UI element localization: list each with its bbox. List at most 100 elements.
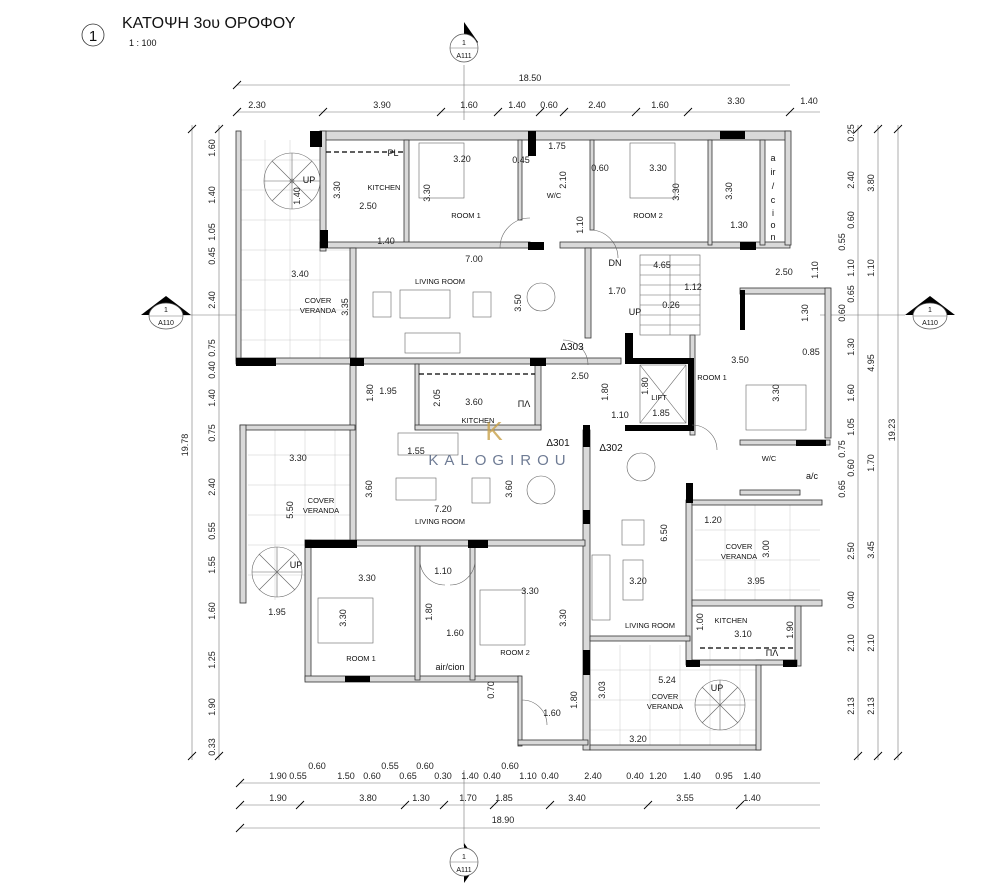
- dim: 1.30: [800, 304, 810, 322]
- dim: 0.60: [416, 761, 434, 771]
- view-number: 1: [89, 28, 97, 45]
- dim: 1.85: [652, 408, 670, 418]
- apartment-label: Δ303: [560, 342, 584, 353]
- dim-overall-bottom: 18.90: [492, 815, 515, 825]
- dim: 3.80: [359, 793, 377, 803]
- letter: ir: [771, 167, 776, 177]
- pl-label: ΠΛ: [766, 648, 779, 658]
- dim: 3.30: [671, 183, 681, 201]
- dim: 1.40: [800, 96, 818, 106]
- drawing-header: 1 ΚΑΤΟΨΗ 3ου ΟΡΟΦΟΥ 1 : 100: [81, 15, 296, 48]
- dim: 3.35: [340, 298, 350, 316]
- section-marker-bottom[interactable]: 1 A111: [449, 770, 479, 883]
- section-sheet: A111: [456, 867, 471, 874]
- door-swing-icon: [521, 699, 548, 726]
- dim: 1.12: [684, 282, 702, 292]
- room-label: LIVING ROOM: [415, 517, 465, 526]
- letter: /: [772, 181, 775, 191]
- dim: 1.40: [508, 100, 526, 110]
- room-label: W/C: [547, 191, 562, 200]
- dim: 1.40: [683, 771, 701, 781]
- spiral-stair-icon: [251, 546, 303, 598]
- dim: 1.30: [730, 220, 748, 230]
- dim: 0.60: [363, 771, 381, 781]
- dim: 1.10: [434, 566, 452, 576]
- letter: c: [771, 195, 776, 205]
- dim: 2.40: [207, 291, 217, 309]
- dim: 1.40: [377, 236, 395, 246]
- dim: 5.24: [658, 675, 676, 685]
- dim: 3.40: [568, 793, 586, 803]
- dim: 3.20: [629, 576, 647, 586]
- section-sheet: A110: [922, 320, 938, 327]
- dim: 3.40: [291, 269, 309, 279]
- dim: 3.30: [358, 573, 376, 583]
- coffee-table-icon: [395, 477, 437, 501]
- section-sheet: A111: [456, 53, 471, 60]
- section-marker-top[interactable]: 1 A111: [449, 22, 479, 120]
- right-dimension-chain: 0.25 2.40 0.60 0.55 1.10 0.65 0.60 1.30 …: [837, 124, 897, 715]
- armchair-icon: [472, 291, 492, 318]
- sofa-icon: [397, 432, 459, 456]
- room-label: VERANDA: [303, 506, 339, 515]
- section-num: 1: [164, 307, 168, 314]
- dim: 3.30: [332, 181, 342, 199]
- dim: 0.40: [483, 771, 501, 781]
- dim: 1.05: [846, 418, 856, 436]
- stair-label: UP: [629, 307, 642, 317]
- dim: 0.60: [846, 459, 856, 477]
- bed-icon: [479, 589, 526, 646]
- room-label: VERANDA: [300, 306, 336, 315]
- dim: 1.80: [640, 377, 650, 395]
- dim: 2.10: [866, 634, 876, 652]
- dim-overall-top: 18.50: [519, 73, 542, 83]
- section-marker-left[interactable]: 1 A110: [141, 296, 240, 330]
- dim: 1.90: [269, 793, 287, 803]
- dim: 1.00: [695, 613, 705, 631]
- sofa-icon: [591, 554, 611, 621]
- pl-label: PL: [387, 148, 398, 158]
- bed-icon: [745, 384, 807, 431]
- section-marker-right[interactable]: 1 A110: [820, 296, 955, 330]
- drawing-scale: 1 : 100: [129, 38, 157, 48]
- dim: 3.30: [558, 609, 568, 627]
- dim: 3.50: [731, 355, 749, 365]
- bed-icon: [629, 142, 676, 199]
- dim: 3.30: [649, 163, 667, 173]
- room-label: LIFT: [651, 393, 667, 402]
- bottom-dimension-chain: 1.90 0.55 0.60 1.50 0.60 0.55 0.65 0.60 …: [269, 761, 761, 825]
- dim: 3.30: [338, 609, 348, 627]
- dim: 2.30: [248, 100, 266, 110]
- dim: 3.00: [761, 540, 771, 558]
- watermark-logo: K KALOGIROU: [428, 416, 571, 469]
- dim: 1.20: [649, 771, 667, 781]
- coffee-table-icon: [622, 559, 644, 601]
- dim: 1.60: [651, 100, 669, 110]
- dim: 1.40: [461, 771, 479, 781]
- room-label: LIVING ROOM: [625, 621, 675, 630]
- dim: 0.60: [501, 761, 519, 771]
- dim: 1.10: [575, 216, 585, 234]
- dim: 1.55: [207, 556, 217, 574]
- dim: 0.60: [591, 163, 609, 173]
- dim: 0.65: [846, 285, 856, 303]
- dim: 3.30: [727, 96, 745, 106]
- dim: 2.40: [588, 100, 606, 110]
- dim: 0.75: [207, 424, 217, 442]
- room-label: COVER: [308, 496, 335, 505]
- dim: 1.75: [548, 141, 566, 151]
- dim: 2.50: [846, 542, 856, 560]
- room-label: VERANDA: [647, 702, 683, 711]
- door-swing-icon: [419, 559, 446, 586]
- dim: 3.30: [289, 453, 307, 463]
- top-dimension-chain: 18.50 2.30 3.90 1.60 1.40 0.60 2.40 1.60…: [248, 73, 818, 110]
- furniture: [251, 142, 807, 731]
- dim: 1.10: [866, 259, 876, 277]
- dim: 3.80: [866, 174, 876, 192]
- watermark-text: KALOGIROU: [428, 452, 571, 469]
- room-label: VERANDA: [721, 552, 757, 561]
- room-label: a/c: [806, 471, 819, 481]
- dim: 3.20: [629, 734, 647, 744]
- dim: 3.45: [866, 541, 876, 559]
- dim: 0.55: [207, 522, 217, 540]
